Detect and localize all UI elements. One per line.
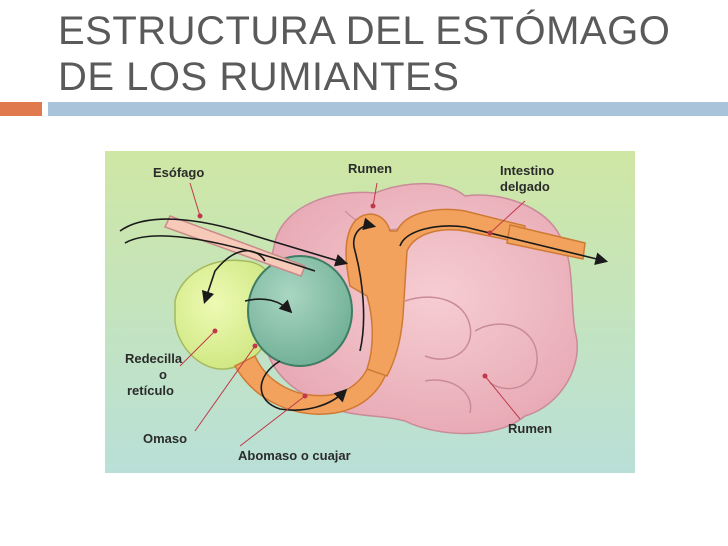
label-redecilla-line2: o [159, 367, 167, 382]
rumen-shape [260, 182, 578, 435]
flow-arrow [353, 217, 377, 352]
title-line-1: ESTRUCTURA DEL ESTÓMAGO [58, 9, 671, 53]
label-redecilla-line1: Redecilla [125, 351, 183, 366]
leader-esofago [189, 182, 201, 217]
label-omaso: Omaso [143, 431, 187, 446]
label-intestino-line1: Intestino [500, 163, 554, 178]
flow-arrow [260, 360, 348, 411]
leader-rumen-bottom [484, 375, 521, 420]
leader-abomaso [239, 395, 306, 447]
omasum-shape [247, 255, 353, 367]
leader-dot [487, 230, 493, 236]
flow-arrow [399, 225, 609, 265]
leader-dot [302, 393, 308, 399]
rumen-fold [424, 379, 472, 414]
leader-dot [197, 213, 203, 219]
leader-intestino [489, 200, 526, 234]
label-abomaso: Abomaso o cuajar [238, 448, 351, 463]
title-line-2: DE LOS RUMIANTES [58, 55, 460, 99]
leader-rumen-top [372, 182, 378, 207]
flow-arrow [119, 218, 349, 267]
label-intestino-line2: delgado [500, 179, 550, 194]
leader-dot [212, 328, 218, 334]
flow-arrow [124, 235, 316, 272]
label-rumen-bottom: Rumen [508, 421, 552, 436]
label-esofago: Esófago [153, 165, 204, 180]
rumen-fold [474, 323, 538, 390]
label-rumen-top: Rumen [348, 161, 392, 176]
stomach-diagram-svg: Esófago Rumen Intestino delgado Redecill… [105, 151, 635, 473]
slide-title: ESTRUCTURA DEL ESTÓMAGO DE LOS RUMIANTES [58, 8, 718, 100]
duct-shape [345, 208, 526, 377]
flow-arrow [201, 249, 266, 305]
rumen-fold [404, 296, 472, 360]
flow-arrow [244, 298, 293, 314]
leader-dot [482, 373, 488, 379]
leader-dot [370, 203, 376, 209]
stomach-diagram: Esófago Rumen Intestino delgado Redecill… [105, 151, 635, 473]
esophagus-shape [163, 215, 306, 277]
title-underline-bar [48, 102, 728, 116]
accent-bar [0, 102, 42, 116]
leader-redecilla [179, 330, 216, 367]
leader-omaso [194, 345, 256, 432]
leader-dot [252, 343, 258, 349]
label-redecilla-line3: retículo [127, 383, 174, 398]
